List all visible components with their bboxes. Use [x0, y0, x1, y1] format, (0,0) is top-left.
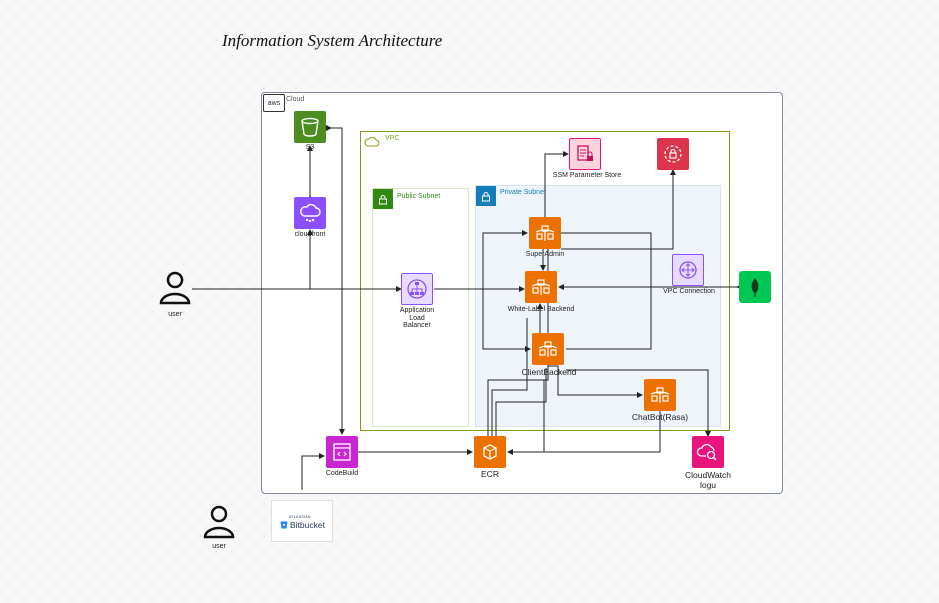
wire-s3-codebuild — [326, 125, 345, 435]
fargate-icon — [650, 387, 670, 403]
whitelabel-backend-service[interactable] — [525, 271, 557, 303]
wire-superadmin-ssm — [544, 151, 569, 217]
cloudwatch-label-1: CloudWatch — [685, 470, 731, 480]
s3-label: S3 — [305, 144, 315, 151]
user-icon — [203, 505, 235, 539]
bitbucket-name: Bitbucket — [290, 520, 325, 530]
load-balancer-icon — [407, 279, 427, 299]
user-top-label: user — [168, 311, 182, 318]
public-subnet-group: Public Subnet — [372, 188, 469, 427]
private-subnet-label: Private Subnet — [500, 189, 546, 196]
cloudwatch-logs[interactable] — [692, 436, 724, 468]
cloud-group-label: Cloud — [286, 96, 305, 103]
ecr-registry[interactable] — [474, 436, 506, 468]
alb-label-1: Application — [399, 307, 435, 314]
user-bottom — [202, 504, 236, 540]
secrets-icon — [664, 145, 682, 163]
fargate-icon — [531, 279, 551, 295]
ssm-parameter-store[interactable] — [569, 138, 601, 170]
parameter-store-icon — [577, 145, 593, 161]
whitelabel-label: White-Label Backend — [507, 306, 575, 313]
bucket-icon — [301, 117, 319, 137]
chatbot-label: ChatBot(Rasa) — [631, 412, 689, 422]
alb-label-2: Load — [409, 315, 425, 322]
cloudfront[interactable] — [294, 197, 326, 229]
application-load-balancer[interactable] — [401, 273, 433, 305]
codebuild[interactable] — [326, 436, 358, 468]
clientbackend-label: ClientBackend — [521, 367, 577, 377]
private-subnet-group: Private Subnet — [475, 185, 721, 427]
wire-bitbucket-codebuild — [301, 453, 325, 490]
cloudwatch-label-2: logu — [699, 480, 717, 490]
ecr-label: ECR — [481, 469, 499, 479]
alb-label-3: Balancer — [403, 322, 431, 329]
clientbackend-service[interactable] — [532, 333, 564, 365]
cloudwatch-icon — [696, 443, 717, 461]
wire-alb-client — [482, 289, 531, 352]
chatbot-service[interactable] — [644, 379, 676, 411]
bitbucket-card[interactable]: ATLASSIAN Bitbucket — [271, 500, 333, 542]
user-icon — [159, 271, 191, 305]
mongodb[interactable] — [739, 271, 771, 303]
user-bottom-label: user — [212, 543, 226, 550]
cloudfront-icon — [300, 203, 321, 223]
aws-logo-text: aws — [267, 99, 281, 107]
lock-icon — [476, 186, 496, 206]
wire-backends-vpcconn — [561, 232, 652, 350]
vpc-icon — [363, 134, 381, 150]
wire-ecr-whitelabel — [491, 318, 528, 436]
codebuild-label: CodeBuild — [325, 470, 359, 477]
secrets-manager[interactable] — [657, 138, 689, 170]
bitbucket-logo: Bitbucket — [280, 520, 325, 530]
wire-chatbot-ecr — [543, 380, 661, 453]
user-top — [158, 270, 192, 306]
wire-alb-backends — [434, 230, 528, 290]
fargate-icon — [538, 341, 558, 357]
codebuild-icon — [333, 443, 351, 461]
vpc-group: VPC — [360, 131, 730, 431]
vpc-label: VPC — [385, 135, 400, 142]
mongodb-leaf-icon — [751, 278, 759, 297]
container-registry-icon — [483, 444, 497, 460]
wire-client-chatbot — [548, 365, 643, 398]
vpc-connection-label: VPC Connection — [663, 288, 715, 295]
wire-ecr-superadmin — [487, 247, 549, 436]
lock-icon — [373, 189, 393, 209]
vpc-connection-icon — [679, 261, 697, 279]
cloudfront-label: cloudfront — [294, 231, 326, 238]
ssm-label: SSM Parameter Store — [552, 172, 622, 179]
s3-bucket[interactable] — [294, 111, 326, 143]
superadmin-service[interactable] — [529, 217, 561, 249]
fargate-icon — [535, 225, 555, 241]
public-subnet-label: Public Subnet — [397, 193, 441, 200]
vpc-connection[interactable] — [672, 254, 704, 286]
atlassian-label: ATLASSIAN — [289, 515, 311, 519]
wire-ecr-client — [495, 368, 547, 436]
diagram-title: Information System Architecture — [222, 31, 443, 50]
superadmin-label: SuperAdmin — [525, 251, 565, 258]
wire-client-cloudwatch — [566, 369, 711, 437]
bitbucket-icon — [280, 521, 288, 529]
aws-logo: aws — [263, 94, 285, 112]
wire-superadmin-secrets — [561, 169, 676, 250]
wire-user-cloudfront — [307, 229, 313, 290]
